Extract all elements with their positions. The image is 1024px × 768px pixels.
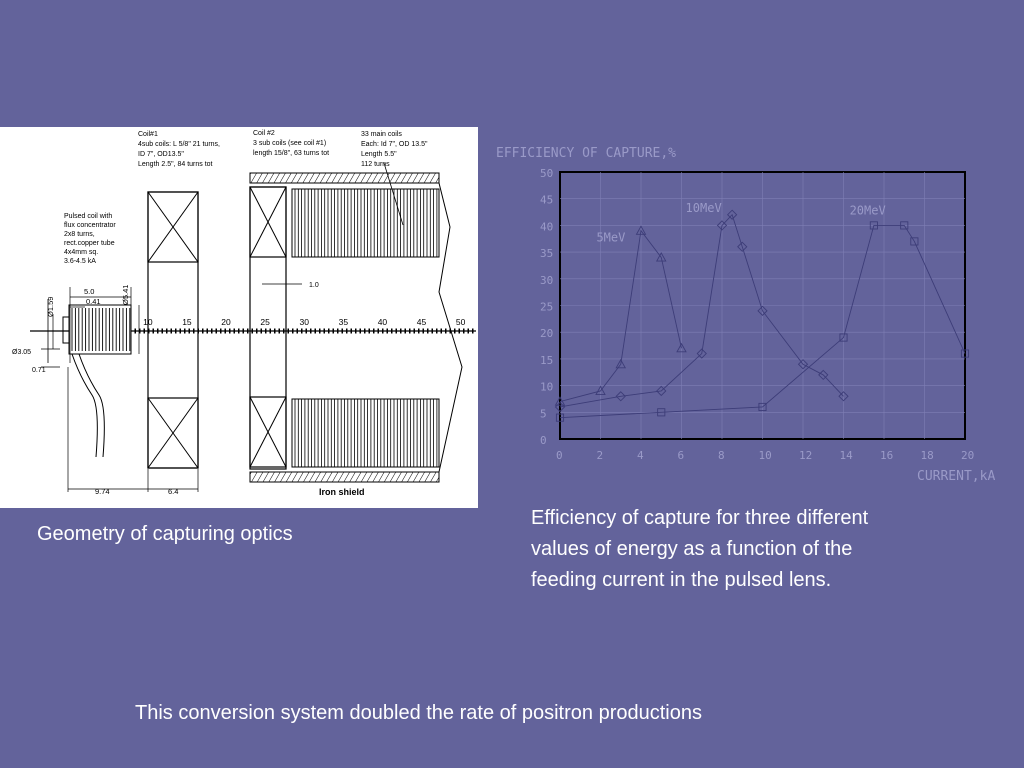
point-20MeV-7: [960, 349, 970, 358]
point-20MeV-6: [910, 237, 919, 246]
x-tick-14: 14: [840, 449, 854, 462]
left-caption: Geometry of capturing optics: [37, 523, 293, 545]
x-tick-labels: 0 2 4 6 8 10 12 14 16 18 20: [556, 449, 974, 462]
efficiency-chart: EFFICIENCY OF CAPTURE,% 0510152025303540…: [496, 146, 995, 484]
y-tick-5: 5: [540, 407, 547, 420]
dim-0-71: 0.71: [32, 367, 46, 374]
x-axis-label: CURRENT,kA: [917, 469, 995, 484]
series-label-10MeV: 10MeV: [686, 201, 722, 215]
y-tick-labels: 0 5 10 15 20 25 30 35 40 45 50: [540, 167, 553, 447]
y-tick-50: 50: [540, 167, 553, 180]
axis-tick-20: 20: [221, 317, 231, 327]
series-line-20MeV: [559, 224, 966, 419]
x-tick-16: 16: [880, 449, 893, 462]
series-line-5MeV: [559, 229, 682, 403]
point-10MeV-7: [757, 305, 768, 316]
series-labels: 5MeV 10MeV 20MeV: [596, 201, 885, 244]
iron-shield-top: [249, 172, 440, 184]
point-20MeV-3: [839, 333, 848, 342]
grid-lines: [560, 172, 965, 439]
point-10MeV-2: [656, 385, 667, 397]
axis-tick-45: 45: [417, 317, 427, 327]
axis-tick-15: 15: [182, 317, 192, 327]
iron-shield-bottom: [249, 471, 440, 483]
x-tick-0: 0: [556, 449, 563, 462]
chart-title: EFFICIENCY OF CAPTURE,%: [496, 146, 676, 161]
y-tick-30: 30: [540, 274, 553, 287]
y-tick-45: 45: [540, 194, 553, 207]
axis-tick-35: 35: [339, 317, 349, 327]
y-tick-20: 20: [540, 327, 553, 340]
point-10MeV-6: [737, 241, 748, 252]
x-tick-6: 6: [678, 449, 685, 462]
y-tick-35: 35: [540, 247, 553, 260]
series-line-10MeV: [559, 213, 844, 408]
point-10MeV-8: [797, 359, 809, 370]
axis-tick-30: 30: [300, 317, 310, 327]
point-5MeV-3: [635, 225, 647, 235]
coil1: [147, 191, 199, 469]
dim-9-74: 9.74: [95, 487, 110, 496]
point-5MeV-2: [615, 358, 627, 369]
x-tick-10: 10: [759, 449, 772, 462]
point-20MeV-4: [869, 221, 878, 230]
y-tick-10: 10: [540, 381, 553, 394]
point-20MeV-0: [555, 413, 565, 422]
bottom-caption: This conversion system doubled the rate …: [135, 702, 702, 724]
series-group: [554, 209, 970, 422]
dim-5-0: 5.0: [84, 287, 94, 296]
series-label-20MeV: 20MeV: [850, 204, 886, 218]
point-10MeV-9: [818, 369, 829, 381]
x-tick-18: 18: [921, 449, 934, 462]
coil2: [249, 186, 287, 470]
coil1-note: Coil#1 4sub coils: L 5/8" 21 turns, ID 7…: [138, 131, 222, 168]
axis-tick-25: 25: [260, 317, 270, 327]
x-tick-8: 8: [718, 449, 725, 462]
right-caption: Efficiency of capture for three differen…: [531, 507, 869, 591]
main-coils: [291, 182, 463, 473]
point-10MeV-0: [554, 401, 566, 413]
dim-3-05: Ø3.05: [12, 349, 31, 356]
dim-6-4: 6.4: [168, 487, 178, 496]
pulsed-coil-note: Pulsed coil with flux concentrator 2x8 t…: [64, 213, 118, 265]
x-tick-2: 2: [597, 449, 604, 462]
dim-5-41: Ø5.41: [121, 285, 130, 305]
x-tick-20: 20: [961, 449, 974, 462]
y-tick-0: 0: [540, 434, 547, 447]
point-10MeV-4: [716, 220, 728, 231]
dim-1-0: 1.0: [309, 282, 319, 289]
point-20MeV-1: [657, 408, 666, 417]
coil2-note: Coil #2 3 sub coils (see coil #1) length…: [253, 130, 329, 157]
point-10MeV-3: [696, 348, 707, 359]
x-tick-4: 4: [637, 449, 644, 462]
point-5MeV-0: [554, 396, 566, 406]
y-tick-25: 25: [540, 301, 553, 314]
series-label-5MeV: 5MeV: [596, 230, 625, 244]
y-tick-15: 15: [540, 354, 553, 367]
x-tick-12: 12: [799, 449, 812, 462]
main-coils-leader-line: [383, 162, 404, 226]
point-5MeV-4: [655, 252, 667, 262]
point-10MeV-5: [726, 209, 738, 220]
y-tick-40: 40: [540, 220, 553, 233]
dim-1-59: Ø1.59: [46, 297, 55, 317]
point-10MeV-10: [838, 391, 849, 402]
axis-tick-40: 40: [378, 317, 388, 327]
pulsed-coil: [40, 299, 132, 458]
point-5MeV-1: [595, 385, 606, 395]
iron-shield-label: Iron shield: [319, 487, 365, 497]
main-coils-note: 33 main coils Each: Id 7", OD 13.5" Leng…: [361, 131, 429, 168]
axis-tick-50: 50: [456, 317, 466, 327]
dimension-lines: [41, 283, 302, 492]
point-20MeV-5: [900, 221, 909, 230]
point-10MeV-1: [615, 391, 626, 402]
dim-0-41: 0.41: [86, 297, 101, 306]
point-20MeV-2: [758, 402, 767, 412]
point-5MeV-5: [676, 342, 687, 353]
